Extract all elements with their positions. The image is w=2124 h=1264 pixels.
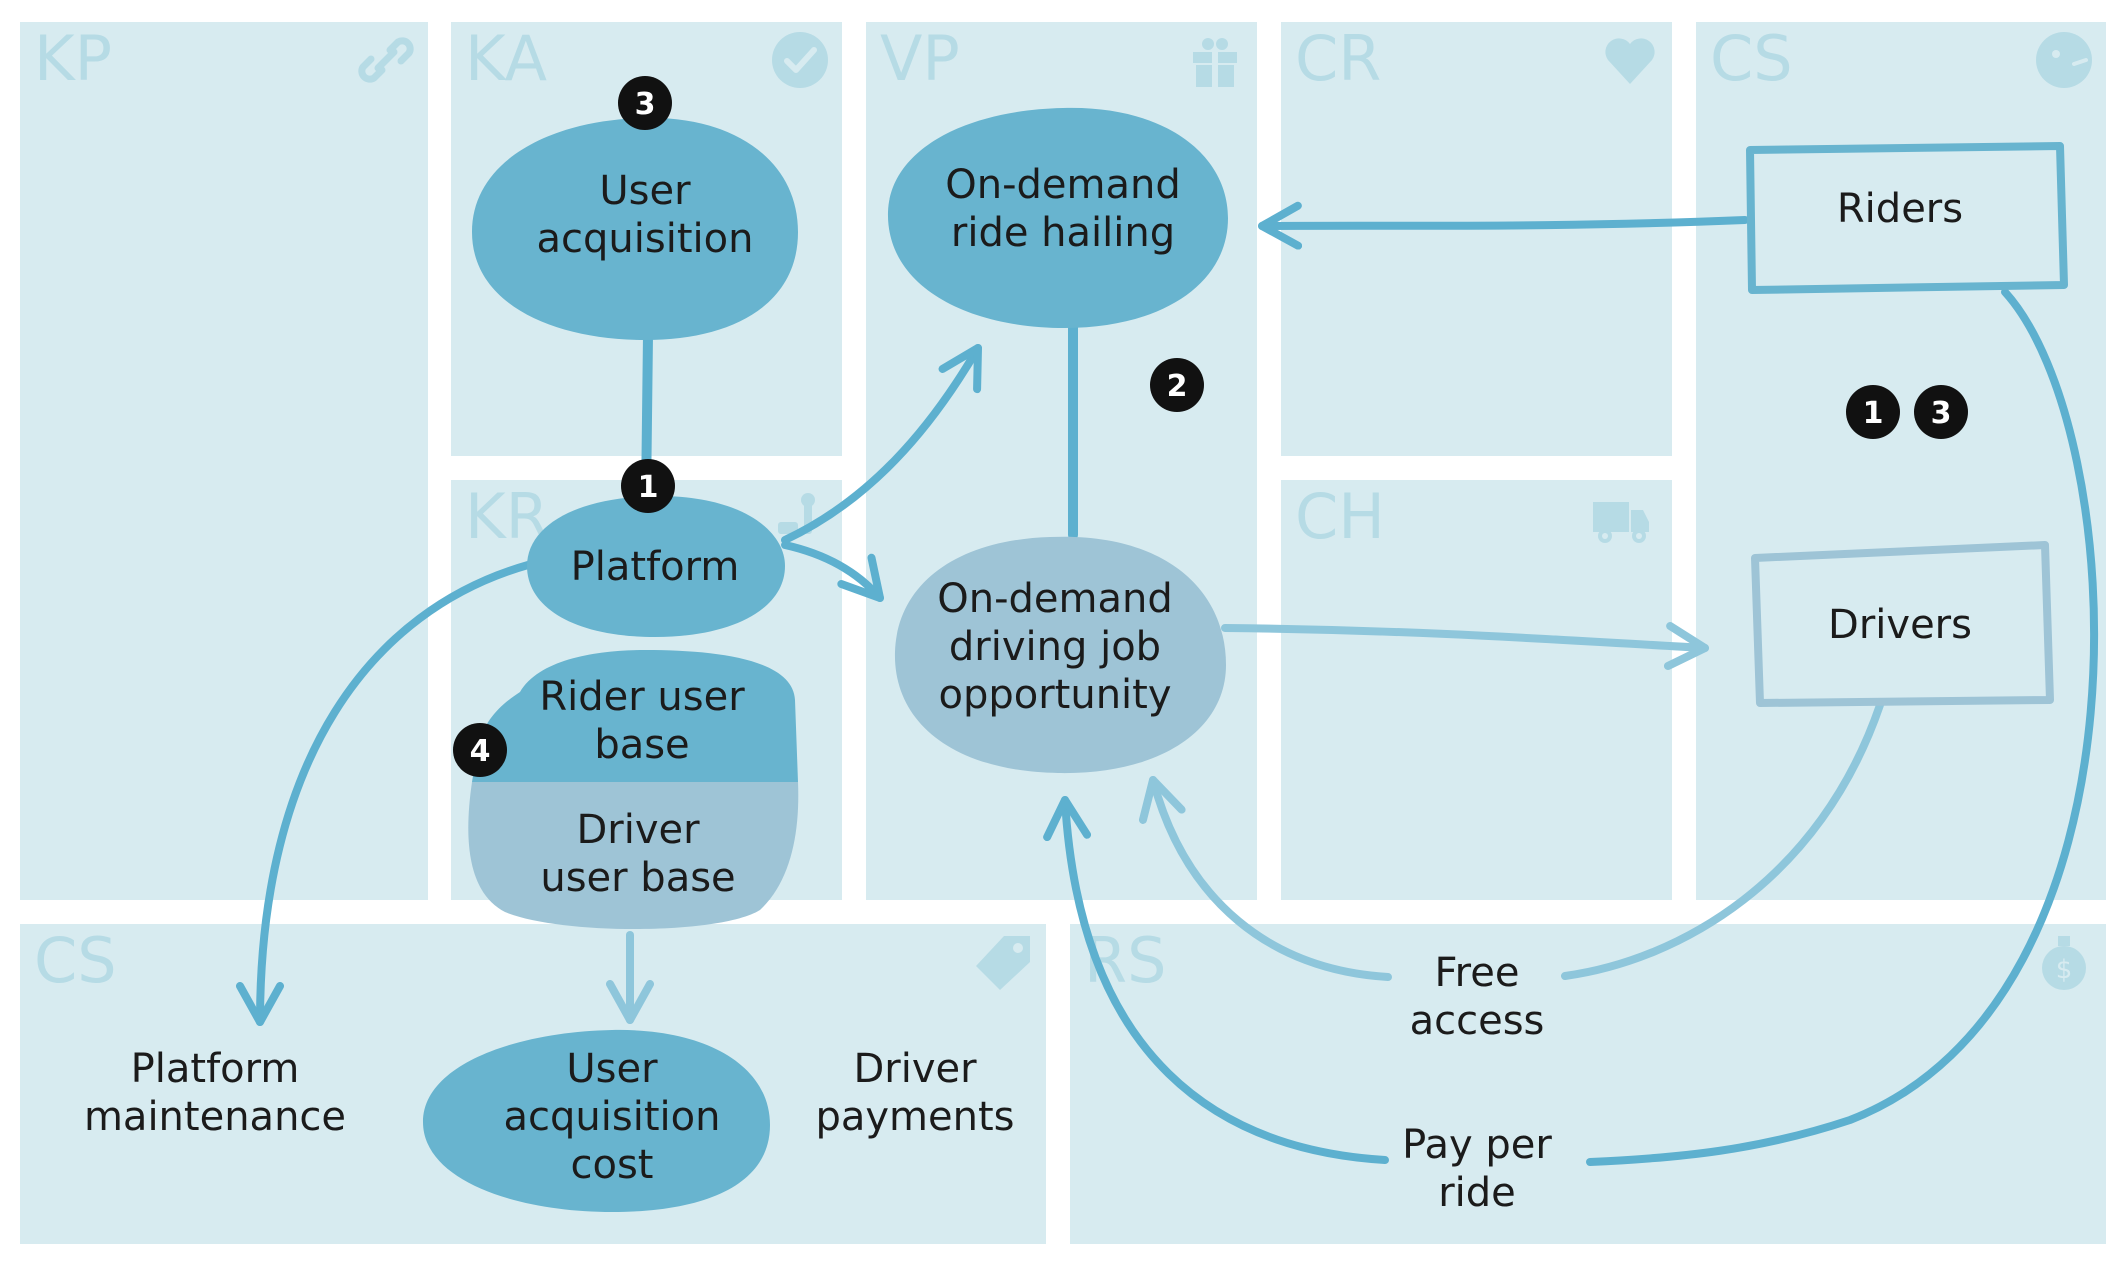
svg-text:3: 3 xyxy=(1931,396,1952,431)
riders-to-ride-hailing-arrow xyxy=(1258,201,1749,250)
step-marker-vp: 2 xyxy=(1150,358,1204,412)
panel-channels: CH xyxy=(1281,480,1672,900)
panel-customer-segments: CS xyxy=(1696,22,2106,900)
panel-revenue-streams: RS $ xyxy=(1070,924,2106,1244)
driver-user-base-blob xyxy=(468,782,799,930)
tag-icon xyxy=(976,936,1030,990)
panel-label-ch: CH xyxy=(1295,480,1385,553)
step-marker-platform: 1 xyxy=(621,459,675,513)
svg-text:4: 4 xyxy=(470,734,491,769)
driving-job-blob xyxy=(894,536,1226,774)
riders-to-pay-per-ride-line xyxy=(1586,288,2098,1166)
user-acquisition-cost-blob xyxy=(423,1029,770,1212)
panel-label-kp: KP xyxy=(34,22,113,95)
face-icon xyxy=(2036,32,2092,88)
rider-user-base-blob xyxy=(472,650,798,782)
step-marker-cs-b: 3 xyxy=(1914,385,1968,439)
step-marker-userbase: 4 xyxy=(453,723,507,777)
panel-label-cr: CR xyxy=(1295,22,1382,95)
truck-icon xyxy=(1593,502,1649,543)
panel-customer-relationships: CR xyxy=(1281,22,1672,456)
drivers-box xyxy=(1751,541,2054,707)
step-marker-ka: 3 xyxy=(618,76,672,130)
drivers-label: Drivers xyxy=(1828,602,1972,648)
drivers-to-free-access-line xyxy=(1561,701,1884,980)
pay-per-ride-to-job-arrow xyxy=(1043,796,1389,1164)
job-to-drivers-arrow xyxy=(1221,622,1709,670)
platform-label: Platform xyxy=(571,544,740,590)
panel-label-cs-top: CS xyxy=(1710,22,1793,95)
platform-to-ride-hailing-arrow xyxy=(781,344,982,544)
panel-label-kr: KR xyxy=(465,480,549,553)
gift-icon xyxy=(1193,38,1237,88)
panel-label-ka: KA xyxy=(465,22,547,95)
riders-box xyxy=(1746,142,2068,294)
free-access-to-job-arrow xyxy=(1138,776,1392,981)
platform-to-job-arrow xyxy=(781,541,884,602)
money-bag-icon: $ xyxy=(2042,936,2086,990)
platform-to-maintenance-arrow xyxy=(236,561,532,1026)
svg-text:$: $ xyxy=(2056,955,2073,985)
link-icon xyxy=(358,37,414,83)
svg-text:1: 1 xyxy=(1863,396,1884,431)
svg-text:2: 2 xyxy=(1167,369,1188,404)
riders-label: Riders xyxy=(1837,186,1963,232)
panel-label-vp: VP xyxy=(880,22,960,95)
checkmark-icon xyxy=(772,32,828,88)
heart-icon xyxy=(1605,38,1655,84)
panel-label-cs-bottom: CS xyxy=(34,924,117,997)
step-marker-cs-a: 1 xyxy=(1846,385,1900,439)
panel-key-partners: KP xyxy=(20,22,428,900)
user-acquisition-blob xyxy=(472,117,798,340)
platform-blob xyxy=(527,495,785,637)
ride-hailing-blob xyxy=(887,107,1228,328)
svg-text:1: 1 xyxy=(638,470,659,505)
svg-text:3: 3 xyxy=(635,87,656,122)
